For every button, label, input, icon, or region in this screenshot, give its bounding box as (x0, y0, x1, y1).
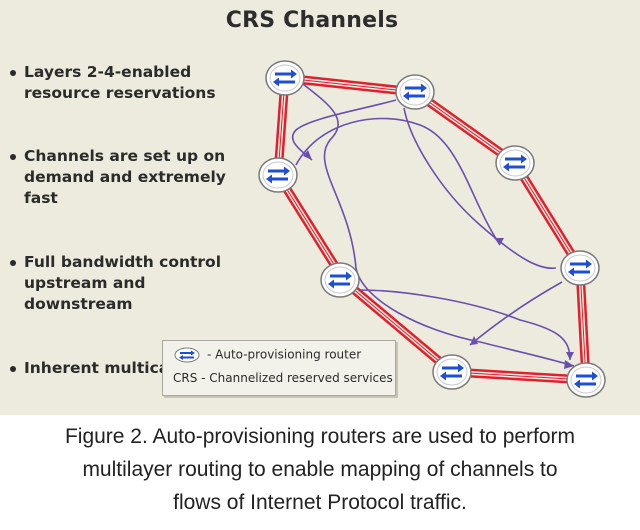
figure-caption: Figure 2. Auto-provisioning routers are … (0, 420, 640, 519)
router-icon (431, 353, 473, 391)
caption-line: multilayer routing to enable mapping of … (82, 458, 558, 481)
bullet-item: Full bandwidth control upstream and down… (10, 252, 240, 315)
bullet-dot-icon (10, 154, 16, 160)
channel-path (291, 99, 397, 161)
bullet-item: Channels are set up on demand and extrem… (10, 146, 240, 209)
network-ring (273, 73, 591, 385)
caption-line: Figure 2. Auto-provisioning routers are … (64, 425, 576, 448)
channel-path (302, 83, 575, 367)
router-legend-icon (174, 347, 200, 363)
bullet-text: Layers 2-4-enabled resource reservations (24, 63, 216, 102)
router-icon (394, 73, 436, 111)
channel-arrowheads (303, 150, 574, 369)
router-icon (565, 361, 607, 399)
router-icon (494, 144, 536, 182)
channel-paths (291, 83, 575, 367)
diagram-legend: - Auto-provisioning router CRS - Channel… (162, 340, 396, 396)
router-icon (257, 156, 299, 194)
router-icon (319, 261, 361, 299)
bullet-dot-icon (10, 260, 16, 266)
channel-path (295, 117, 501, 246)
bullet-text: Full bandwidth control upstream and down… (24, 253, 222, 313)
bullet-dot-icon (10, 366, 16, 372)
caption-line: flows of Internet Protocol traffic. (173, 491, 467, 514)
bullet-item: Layers 2-4-enabled resource reservations (10, 62, 240, 104)
bullet-dot-icon (10, 70, 16, 76)
figure-title: CRS Channels (225, 8, 399, 33)
channel-path (403, 107, 557, 270)
legend-crs-label: CRS - Channelized reserved services (173, 371, 393, 385)
bullet-text: Channels are set up on demand and extrem… (24, 147, 226, 207)
router-icon (264, 59, 306, 97)
network-diagram (257, 59, 607, 399)
channel-path (469, 281, 563, 346)
legend-router-row: - Auto-provisioning router (173, 347, 361, 363)
router-icon (559, 249, 601, 287)
legend-router-label: - Auto-provisioning router (207, 347, 362, 362)
